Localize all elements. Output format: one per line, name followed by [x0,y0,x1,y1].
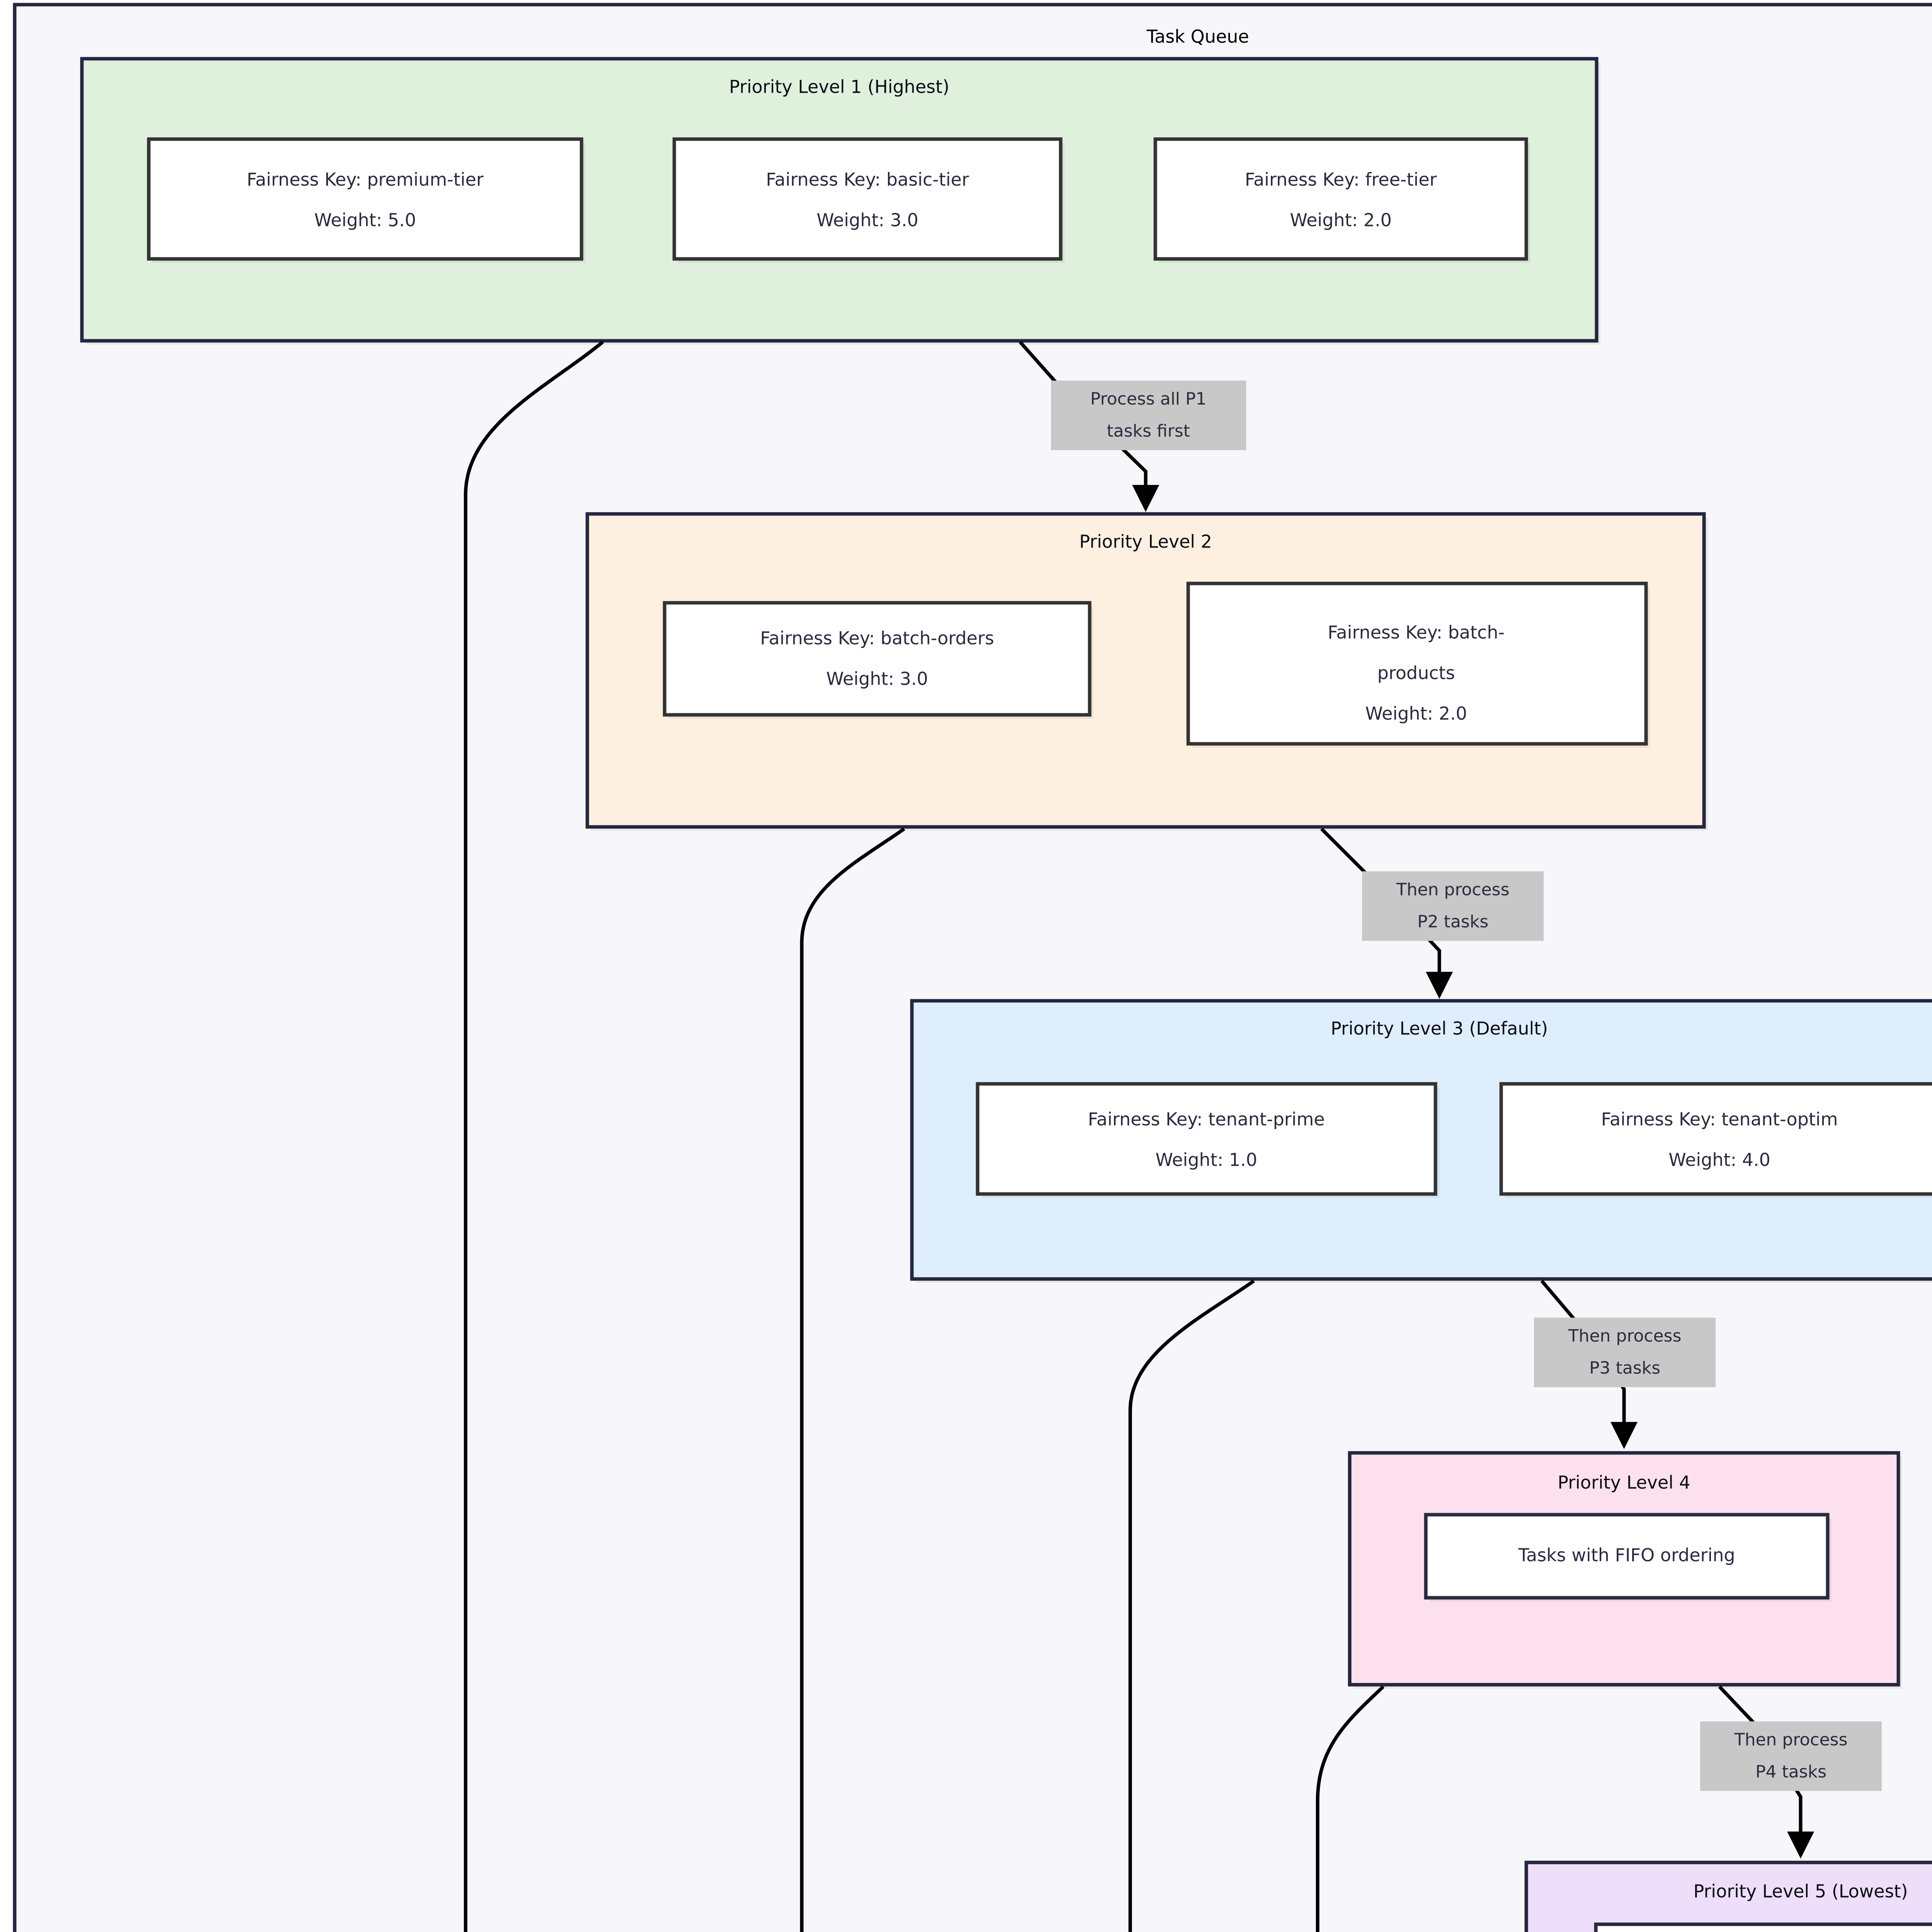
p2-products-key-line2: products [1378,663,1455,684]
p1-premium-key: Fairness Key: premium-tier [247,169,483,190]
p5-rect [1524,1861,1932,1932]
arrowhead-p2-p3 [1426,972,1453,999]
node-p3-tenant-prime[interactable]: Fairness Key: tenant-prime Weight: 1.0 [976,1082,1439,1198]
edge-label-p4-p5: Then process P4 tasks [1700,1721,1882,1791]
cluster-priority-level-1: Priority Level 1 (Highest) Fairness Key:… [80,57,1600,345]
p1-free-key: Fairness Key: free-tier [1245,169,1437,190]
edge-label-p3-p4-line2: P3 tasks [1589,1358,1660,1378]
p3-prime-key: Fairness Key: tenant-prime [1088,1109,1325,1130]
node-p2-batch-orders[interactable]: Fairness Key: batch-orders Weight: 3.0 [663,601,1094,719]
task-queue-title: Task Queue [1146,26,1249,47]
p3-optim-weight: Weight: 4.0 [1668,1150,1770,1170]
edge-label-p2-p3-line2: P2 tasks [1417,912,1488,932]
node-p5-fifo[interactable]: Tasks with FIFO ordering [1594,1922,1932,1932]
p2-orders-weight: Weight: 3.0 [826,668,928,689]
p1-basic-key: Fairness Key: basic-tier [766,169,969,190]
edge-p3-to-workers [1128,1279,1255,1932]
edge-label-p1-p2-line1: Process all P1 [1090,389,1207,409]
edge-p4-to-workers [1316,1685,1385,1932]
p2-products-rect[interactable] [1186,582,1648,746]
p3-optim-rect[interactable] [1499,1082,1932,1196]
cluster-priority-level-4: Priority Level 4 Tasks with FIFO orderin… [1348,1451,1902,1689]
node-p2-batch-products[interactable]: Fairness Key: batch- products Weight: 2.… [1186,582,1650,748]
p1-free-weight: Weight: 2.0 [1290,210,1392,231]
cluster-priority-level-2: Priority Level 2 Fairness Key: batch-ord… [585,512,1708,831]
p5-fifo-rect[interactable] [1594,1922,1932,1932]
cluster-priority-level-5: Priority Level 5 (Lowest) Tasks with FIF… [1524,1861,1932,1932]
p3-optim-key: Fairness Key: tenant-optim [1601,1109,1838,1130]
p5-title: Priority Level 5 (Lowest) [1693,1881,1908,1902]
node-p1-premium-tier[interactable]: Fairness Key: premium-tier Weight: 5.0 [147,137,585,263]
p1-premium-rect[interactable] [147,137,583,261]
edge-label-p2-p3-bg [1362,871,1544,941]
arrowhead-p3-p4 [1611,1422,1638,1449]
edge-label-p2-p3: Then process P2 tasks [1362,871,1544,941]
p4-fifo-rect[interactable] [1424,1513,1830,1600]
edge-label-p4-p5-bg [1700,1721,1882,1791]
p1-basic-rect[interactable] [672,137,1063,261]
edge-p2-to-workers [800,827,905,1932]
edge-label-p2-p3-line1: Then process [1396,880,1510,900]
p2-products-weight: Weight: 2.0 [1365,703,1467,724]
p2-products-key-line1: Fairness Key: batch- [1328,622,1505,643]
p3-prime-rect[interactable] [976,1082,1437,1196]
p1-premium-weight: Weight: 5.0 [314,210,416,231]
edge-label-p3-p4-line1: Then process [1568,1326,1682,1346]
p2-orders-rect[interactable] [663,601,1092,717]
edge-label-p3-p4-bg [1534,1318,1716,1387]
edge-label-p1-p2-bg [1051,381,1246,450]
node-p4-fifo[interactable]: Tasks with FIFO ordering [1424,1513,1832,1602]
p1-free-rect[interactable] [1153,137,1528,261]
edge-label-p4-p5-line2: P4 tasks [1755,1762,1827,1782]
edge-label-p4-p5-line1: Then process [1734,1730,1848,1750]
p4-fifo-text: Tasks with FIFO ordering [1518,1545,1735,1566]
edge-label-p1-p2-line2: tasks first [1107,421,1190,441]
p3-prime-weight: Weight: 1.0 [1155,1150,1257,1170]
p3-title: Priority Level 3 (Default) [1331,1018,1548,1039]
edge-p1-to-workers [464,340,604,1932]
arrowhead-p4-p5 [1787,1832,1814,1859]
p4-title: Priority Level 4 [1558,1472,1690,1493]
p2-orders-key: Fairness Key: batch-orders [760,628,994,649]
node-p3-tenant-optim[interactable]: Fairness Key: tenant-optim Weight: 4.0 [1499,1082,1932,1198]
p2-title: Priority Level 2 [1079,531,1212,552]
arrowhead-p1-p2 [1132,485,1159,512]
p1-title: Priority Level 1 (Highest) [729,77,949,97]
edge-label-p3-p4: Then process P3 tasks [1534,1318,1716,1387]
node-p1-free-tier[interactable]: Fairness Key: free-tier Weight: 2.0 [1153,137,1530,263]
edge-label-p1-p2: Process all P1 tasks first [1051,381,1246,450]
p1-basic-weight: Weight: 3.0 [816,210,918,231]
node-p1-basic-tier[interactable]: Fairness Key: basic-tier Weight: 3.0 [672,137,1065,263]
cluster-priority-level-3: Priority Level 3 (Default) Fairness Key:… [910,999,1932,1283]
